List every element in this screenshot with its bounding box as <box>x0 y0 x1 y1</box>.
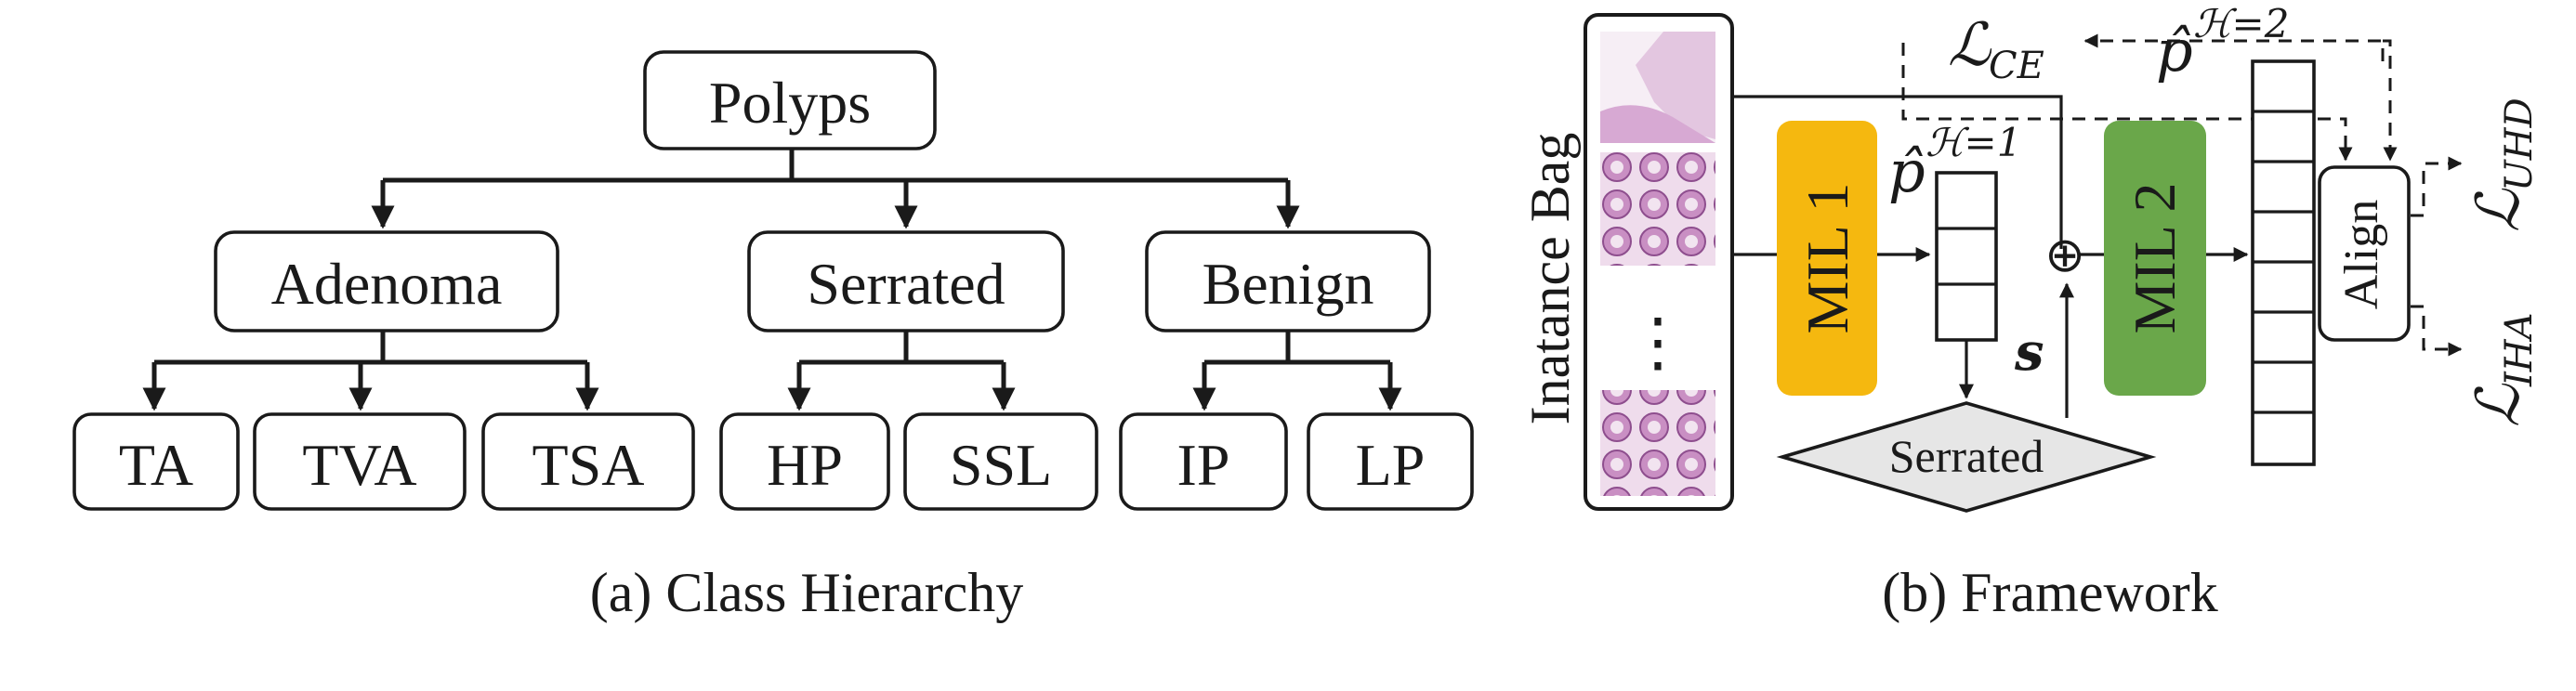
loss-uhd-symbol: ℒ <box>2464 188 2533 232</box>
node-benign: Benign <box>1145 230 1431 332</box>
node-adenoma: Adenoma <box>214 230 559 332</box>
loss-iha: ℒ IHA <box>2464 312 2541 427</box>
node-ssl: SSL <box>903 412 1098 511</box>
tissue-patch-1 <box>1600 32 1715 143</box>
node-tsa-label: TSA <box>532 432 645 498</box>
align-block: Align <box>2318 165 2411 342</box>
loss-iha-subscript: IHA <box>2498 312 2541 387</box>
p2-superscript: ℋ=2 <box>2193 1 2289 46</box>
loss-iha-symbol: ℒ <box>2464 383 2533 427</box>
p1-vector <box>1935 171 1998 342</box>
instance-bag: ⋮ <box>1584 13 1734 511</box>
loss-uhd: ℒ UHD <box>2464 98 2541 232</box>
loss-uhd-subscript: UHD <box>2498 98 2541 191</box>
p1-symbol: p̂ <box>1888 137 1925 205</box>
mil-1-block: MIL 1 <box>1777 121 1877 396</box>
node-ssl-label: SSL <box>950 432 1052 498</box>
fusion-plus-icon: ⊕ <box>2044 229 2085 282</box>
tissue-patch-3 <box>1600 390 1715 496</box>
serrated-decision: Serrated <box>1776 401 2157 513</box>
node-ip-label: IP <box>1177 432 1230 498</box>
node-hp-label: HP <box>767 432 843 498</box>
node-tva-label: TVA <box>302 432 416 498</box>
mil-2-label: MIL 2 <box>2122 183 2188 334</box>
framework-panel: Inatance Bag ⋮ <box>1519 1 2541 623</box>
p2-vector <box>2251 59 2316 466</box>
caption-framework: (b) Framework <box>1882 562 2218 623</box>
p2-symbol: p̂ <box>2156 17 2193 85</box>
mil-1-label: MIL 1 <box>1794 183 1860 334</box>
class-hierarchy-panel: Polyps Adenoma Serrated Benign TA TVA TS… <box>72 50 1474 623</box>
framework-connectors <box>1732 33 2463 418</box>
mil-2-block: MIL 2 <box>2104 121 2206 396</box>
bag-ellipsis: ⋮ <box>1625 307 1690 379</box>
hierarchy-connectors <box>142 149 1402 411</box>
loss-ce-symbol: ℒ <box>1948 11 1992 80</box>
node-lp-label: LP <box>1356 432 1426 498</box>
node-serrated: Serrated <box>747 230 1065 332</box>
align-label: Align <box>2335 200 2388 309</box>
node-tva: TVA <box>253 412 467 511</box>
node-ta-label: TA <box>119 432 193 498</box>
s-label: s <box>2014 321 2044 383</box>
node-ip: IP <box>1119 412 1288 511</box>
serrated-decision-label: Serrated <box>1889 430 2044 482</box>
node-polyps-label: Polyps <box>709 70 871 136</box>
tissue-patch-2 <box>1600 152 1715 266</box>
node-benign-label: Benign <box>1203 251 1374 317</box>
node-serrated-label: Serrated <box>807 251 1005 317</box>
node-hp: HP <box>719 412 890 511</box>
node-lp: LP <box>1307 412 1474 511</box>
caption-class-hierarchy: (a) Class Hierarchy <box>590 562 1023 623</box>
loss-ce-subscript: CE <box>1989 45 2044 87</box>
node-adenoma-label: Adenoma <box>271 251 503 317</box>
node-tsa: TSA <box>481 412 695 511</box>
p1-superscript: ℋ=1 <box>1925 120 2021 165</box>
instance-bag-label: Inatance Bag <box>1519 133 1581 425</box>
node-ta: TA <box>72 412 240 511</box>
node-polyps: Polyps <box>643 50 937 150</box>
